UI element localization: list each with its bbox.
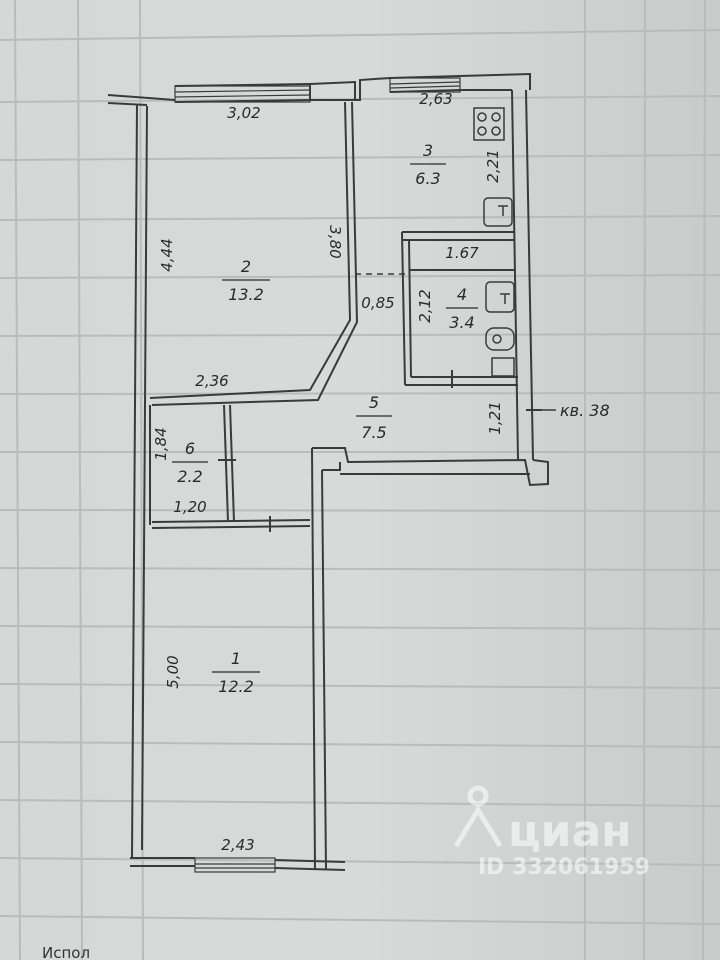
dim-room2-width: 3,02 <box>227 104 260 122</box>
walls <box>107 72 549 871</box>
dim-passage: 0,85 <box>361 294 394 312</box>
dim-bath-width: 1.67 <box>445 244 479 262</box>
watermark-id: ID 332061959 <box>478 855 650 880</box>
room-2-number: 2 <box>241 257 251 276</box>
watermark: циан ID 332061959 <box>453 785 650 880</box>
room-3: 3 6.3 <box>410 141 446 188</box>
room-6: 6 2.2 <box>172 439 208 486</box>
dim-room6-length: 1,84 <box>152 427 170 460</box>
windows <box>174 77 461 873</box>
watermark-brand: циан <box>508 806 632 857</box>
dim-room2-bottom: 2,36 <box>195 372 228 390</box>
toilet-icon <box>485 327 515 377</box>
room-3-number: 3 <box>423 141 433 160</box>
room-5-area: 7.5 <box>361 423 386 442</box>
dim-room3-length: 2,21 <box>484 149 502 182</box>
dim-room1-length: 5,00 <box>164 655 182 688</box>
dim-bath-length: 2,12 <box>416 289 434 322</box>
room-1-number: 1 <box>231 649 241 668</box>
dim-room6-width: 1,20 <box>173 498 206 516</box>
footer-text: Испол <box>42 944 90 960</box>
kitchen-sink-icon <box>483 197 513 227</box>
dim-room1-width: 2,43 <box>221 836 254 854</box>
room-6-number: 6 <box>185 439 195 458</box>
stove-icon <box>473 107 505 141</box>
room-1: 1 12.2 <box>212 649 260 696</box>
room-4: 4 3.4 <box>446 285 478 332</box>
room-5-number: 5 <box>369 393 379 412</box>
dim-room2-length-left: 4,44 <box>158 238 176 271</box>
room-4-area: 3.4 <box>449 313 474 332</box>
room-6-area: 2.2 <box>177 467 202 486</box>
room-3-area: 6.3 <box>415 169 440 188</box>
room-4-number: 4 <box>457 285 467 304</box>
room-5: 5 7.5 <box>356 393 392 442</box>
room-2: 2 13.2 <box>222 257 270 304</box>
room-1-area: 12.2 <box>218 677 254 696</box>
room-2-area: 13.2 <box>228 285 264 304</box>
apartment-label: кв. 38 <box>560 401 610 420</box>
bathtub-icon <box>485 281 515 313</box>
dim-room2-length-right: 3,80 <box>326 225 344 258</box>
dim-room3-width: 2,63 <box>419 90 452 108</box>
dim-corridor-end: 1,21 <box>486 401 504 434</box>
cian-logo-icon <box>453 785 503 848</box>
